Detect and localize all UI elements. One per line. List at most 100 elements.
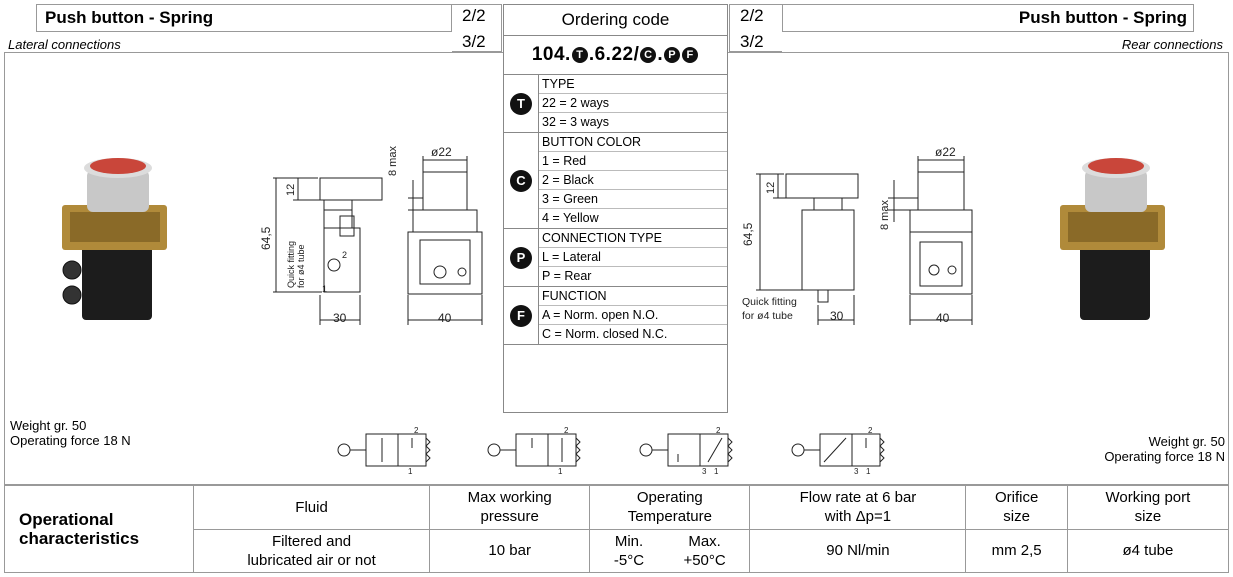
header-working-port: Working port size xyxy=(1066,485,1230,530)
left-dim-40: 40 xyxy=(438,311,452,325)
connection-option: L = Lateral xyxy=(539,248,727,267)
left-dim-12: 12 xyxy=(285,184,297,196)
value-text: lubricated air or not xyxy=(247,551,376,569)
sym1-port-1: 1 xyxy=(408,467,413,474)
header-divider-right xyxy=(729,4,782,52)
value-orifice: mm 2,5 xyxy=(965,528,1068,573)
right-ways-3-2: 3/2 xyxy=(740,32,764,51)
left-product-photo xyxy=(62,158,167,320)
right-meta: Weight gr. 50 Operating force 18 N xyxy=(1104,434,1225,464)
left-force: Operating force 18 N xyxy=(10,433,131,448)
header-pressure: Max working pressure xyxy=(429,485,591,530)
group-type: T TYPE 22 = 2 ways 32 = 3 ways xyxy=(504,75,727,133)
pneumatic-symbol-3-2-no: 2 3 1 xyxy=(639,426,733,474)
sym3-port-1: 1 xyxy=(714,467,719,474)
sym2-port-1: 1 xyxy=(558,467,563,474)
header-flow-rate: Flow rate at 6 bar with Δp=1 xyxy=(749,485,967,530)
right-product-photo xyxy=(1060,158,1165,320)
header-text: Temperature xyxy=(627,508,712,526)
ordering-code-string: 104. T .6.22/ C . P F xyxy=(504,36,727,75)
left-dim-8max: 8 max xyxy=(387,146,399,176)
sym4-port-2: 2 xyxy=(868,426,873,435)
left-quick-fitting: Quick fitting xyxy=(286,241,296,288)
right-dim-40: 40 xyxy=(936,311,950,325)
left-dim-diameter: ø22 xyxy=(431,145,452,159)
code-badge-p: P xyxy=(664,47,681,63)
sym3-port-3: 3 xyxy=(702,467,707,474)
left-title: Push button - Spring xyxy=(45,8,214,27)
table-row: Operational characteristics Fluid Max wo… xyxy=(4,485,1230,573)
connection-heading: CONNECTION TYPE xyxy=(539,229,727,248)
sym4-port-1: 1 xyxy=(866,467,871,474)
right-title: Push button - Spring xyxy=(1018,8,1187,27)
connection-option: P = Rear xyxy=(542,269,592,283)
code-badge-f: F xyxy=(682,47,699,63)
value-pressure: 10 bar xyxy=(429,528,591,573)
sym2-port-2: 2 xyxy=(564,426,569,435)
ordering-code-box: Ordering code 104. T .6.22/ C . P F T TY… xyxy=(503,4,728,413)
header-text: Orifice xyxy=(994,489,1039,507)
header-text: Fluid xyxy=(295,498,328,516)
value-fluid: Filtered and lubricated air or not xyxy=(192,528,431,573)
right-dim-8max: 8 max xyxy=(879,200,891,230)
badge-f-icon: F xyxy=(510,304,532,327)
header-text: Operating xyxy=(636,489,703,507)
value-flow-rate: 90 Nl/min xyxy=(749,528,967,573)
left-for-tube: for ø4 tube xyxy=(296,244,306,288)
color-option: 1 = Red xyxy=(539,152,727,171)
temp-max-label: Max. xyxy=(688,532,721,550)
right-dim-30: 30 xyxy=(830,309,844,323)
right-force: Operating force 18 N xyxy=(1104,449,1225,464)
header-fluid: Fluid xyxy=(192,485,431,530)
code-badge-c: C xyxy=(640,47,657,63)
temp-min-label: Min. xyxy=(614,532,644,550)
badge-c-icon: C xyxy=(510,169,532,192)
table-row: Filtered and lubricated air or not 10 ba… xyxy=(5,528,1230,573)
temp-min: -5°C xyxy=(613,551,645,569)
ordering-code-title: Ordering code xyxy=(504,5,727,36)
right-quick-fitting: Quick fitting xyxy=(742,296,797,308)
function-option: C = Norm. closed N.C. xyxy=(542,327,668,341)
left-weight: Weight gr. 50 xyxy=(10,418,87,433)
left-meta: Weight gr. 50 Operating force 18 N xyxy=(10,418,131,448)
header-orifice: Orifice size xyxy=(965,485,1068,530)
pneumatic-symbol-2-2-no: 2 1 xyxy=(337,426,431,474)
pneumatic-symbol-2-2-nc: 2 1 xyxy=(487,426,581,474)
color-option: 3 = Green xyxy=(539,190,727,209)
badge-p-icon: P xyxy=(510,246,532,269)
left-ways-3-2: 3/2 xyxy=(462,32,486,51)
sym3-port-2: 2 xyxy=(716,426,721,435)
type-option: 22 = 2 ways xyxy=(539,94,727,113)
right-ways-2-2: 2/2 xyxy=(740,6,764,25)
left-dim-30: 30 xyxy=(333,311,347,325)
group-function: F FUNCTION A = Norm. open N.O. C = Norm.… xyxy=(504,287,727,345)
right-title-bar: Push button - Spring xyxy=(782,4,1194,32)
group-connection-type: P CONNECTION TYPE L = Lateral P = Rear xyxy=(504,229,727,287)
header-text: size xyxy=(1003,508,1030,526)
code-sep: . xyxy=(657,44,664,65)
code-badge-t: T xyxy=(571,47,588,63)
pneumatic-symbol-3-2-nc: 2 3 1 xyxy=(791,426,885,474)
sym1-port-2: 2 xyxy=(414,426,419,435)
value-text: Filtered and xyxy=(271,532,352,550)
function-option: A = Norm. open N.O. xyxy=(539,306,727,325)
function-heading: FUNCTION xyxy=(539,287,727,306)
right-dim-diameter: ø22 xyxy=(935,145,956,159)
header-text: Working port xyxy=(1105,489,1191,507)
value-temperature: Min.-5°C Max.+50°C xyxy=(589,528,751,573)
left-title-bar: Push button - Spring xyxy=(36,4,452,32)
value-working-port: ø4 tube xyxy=(1066,528,1230,573)
row-title-line: characteristics xyxy=(19,529,140,548)
right-for-tube: for ø4 tube xyxy=(742,310,793,322)
header-text: with Δp=1 xyxy=(824,508,892,526)
code-prefix: 104. xyxy=(531,44,571,65)
header-divider-left xyxy=(452,4,502,52)
header-text: Flow rate at 6 bar xyxy=(799,489,917,507)
badge-t-icon: T xyxy=(510,92,532,115)
right-weight: Weight gr. 50 xyxy=(1148,434,1225,449)
color-option: 2 = Black xyxy=(539,171,727,190)
type-option: 32 = 3 ways xyxy=(542,115,610,129)
left-technical-drawing: ø22 8 max 12 64,5 Quick fitting for ø4 t… xyxy=(259,145,483,325)
code-mid: .6.22/ xyxy=(588,44,640,65)
left-port-1: 1 xyxy=(322,284,327,294)
